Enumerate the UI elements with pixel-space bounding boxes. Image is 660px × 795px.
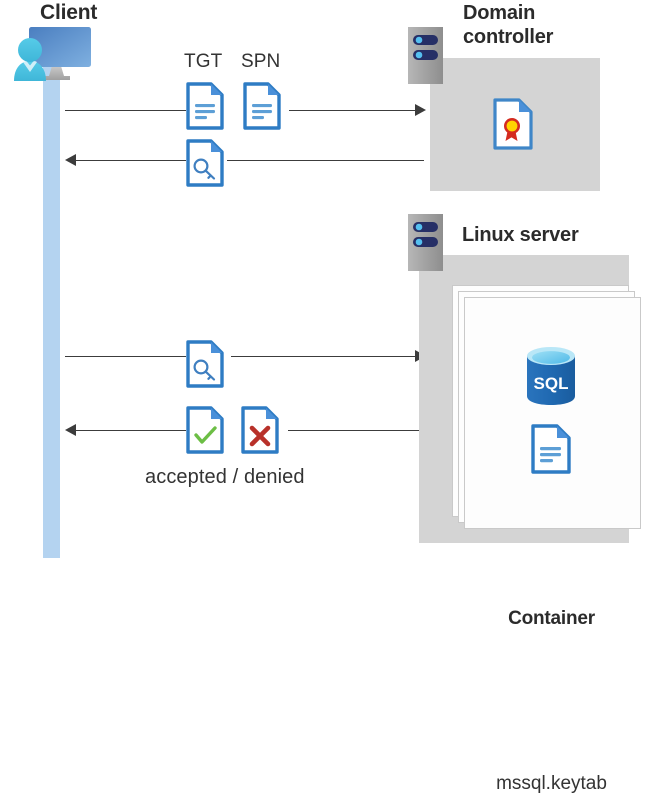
svg-text:SQL: SQL [534, 374, 569, 393]
document-icon [531, 424, 571, 479]
message-4-line-left [76, 430, 186, 431]
linux-server-title: Linux server [462, 224, 579, 246]
sql-database-icon: SQL [522, 345, 580, 412]
client-title: Client [40, 1, 98, 24]
container-card-content: Container SQL [464, 297, 639, 794]
message-2-arrowhead [65, 154, 76, 166]
document-icon [186, 82, 224, 135]
message-4-arrowhead [65, 424, 76, 436]
message-2-line-right [227, 160, 424, 161]
domain-controller-title-line1: Domain [463, 2, 536, 24]
key-document-icon [186, 340, 224, 393]
message-3-line-left [65, 356, 186, 357]
client-workstation-icon [8, 24, 94, 86]
domain-controller-title-line2: controller [463, 26, 554, 49]
accepted-denied-label: accepted / denied [145, 466, 305, 488]
tgt-label: TGT [184, 51, 223, 72]
spn-label: SPN [241, 51, 281, 72]
container-title: Container [508, 608, 595, 629]
server-rack-icon [408, 27, 443, 84]
message-3-line-right [231, 356, 415, 357]
keytab-filename-label: mssql.keytab [496, 773, 607, 794]
container-card-front[interactable] [464, 297, 641, 529]
client-lifeline [43, 60, 60, 558]
message-1-arrowhead [415, 104, 426, 116]
x-document-icon [241, 406, 279, 459]
message-1-line-left [65, 110, 186, 111]
domain-controller-title: Domain controller [463, 1, 623, 50]
message-2-line-left [76, 160, 186, 161]
document-icon [243, 82, 281, 135]
certificate-document-icon [493, 98, 533, 155]
message-4-line-right [288, 430, 424, 431]
message-1-line-right [289, 110, 415, 111]
key-document-icon [186, 139, 224, 192]
server-rack-icon [408, 214, 443, 271]
check-document-icon [186, 406, 224, 459]
